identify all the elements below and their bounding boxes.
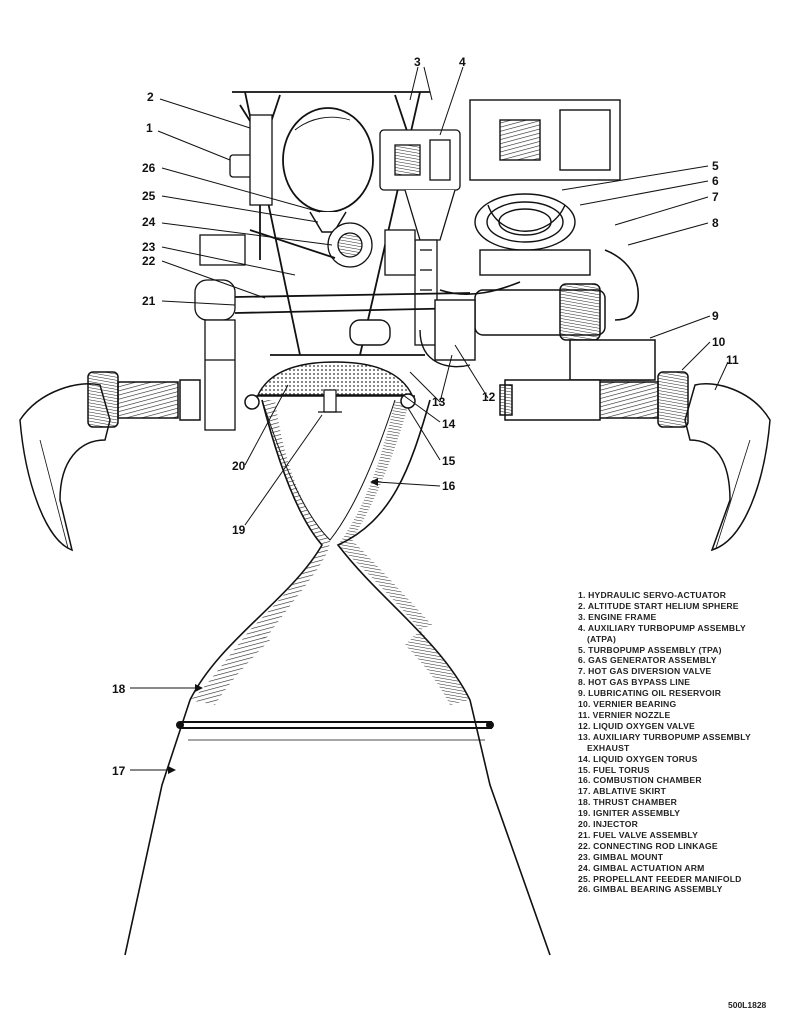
legend-item: 8. HOT GAS BYPASS LINE (578, 677, 691, 688)
callout-5: 5 (712, 159, 719, 173)
combustion-chamber-hatch (250, 400, 330, 640)
figure-id: 500L1828 (728, 1000, 767, 1010)
legend: 1. HYDRAULIC SERVO-ACTUATOR 2. ALTITUDE … (578, 590, 788, 895)
legend-item: 6. GAS GENERATOR ASSEMBLY (578, 655, 717, 666)
callout-3: 3 (414, 55, 421, 69)
legend-item: 11. VERNIER NOZZLE (578, 709, 671, 720)
callout-14: 14 (442, 417, 456, 431)
legend-item: 24. GIMBAL ACTUATION ARM (578, 862, 705, 873)
combustion-chamber-hatch-right (338, 400, 432, 630)
leader-arrowheads (168, 478, 378, 774)
fuel-torus-fitting (244, 394, 260, 410)
legend-item: 22. CONNECTING ROD LINKAGE (578, 840, 718, 851)
legend-item: 12. LIQUID OXYGEN VALVE (578, 720, 695, 731)
lox-valve (349, 299, 476, 368)
callout-6: 6 (712, 174, 719, 188)
thrust-chamber-hatch-left (190, 630, 270, 705)
legend-item: 16. COMBUSTION CHAMBER (578, 775, 702, 786)
legend-item: 4. AUXILIARY TURBOPUMP ASSEMBLY (578, 622, 746, 633)
thrust-chamber-hatch-right (405, 630, 470, 705)
legend-item: 26. GIMBAL BEARING ASSEMBLY (578, 884, 723, 895)
callout-11: 11 (726, 353, 739, 367)
callout-13: 13 (432, 395, 446, 409)
legend-item: 15. FUEL TORUS (578, 764, 650, 775)
legend-item: 19. IGNITER ASSEMBLY (578, 808, 681, 819)
legend-item: 10. VERNIER BEARING (578, 699, 677, 710)
callout-15: 15 (442, 454, 456, 468)
callout-9: 9 (712, 309, 719, 323)
callout-22: 22 (142, 254, 156, 268)
callout-26: 26 (142, 161, 156, 175)
legend-item: 18. THRUST CHAMBER (578, 797, 678, 808)
hot-gas-bypass-line (439, 249, 640, 321)
atpa-assembly (379, 129, 461, 346)
helium-sphere (282, 107, 374, 233)
legend-item: (ATPA) (587, 633, 617, 644)
vernier-left (19, 371, 201, 552)
legend-item: 2. ALTITUDE START HELIUM SPHERE (578, 600, 739, 611)
servo-actuator (229, 114, 273, 206)
callout-7: 7 (712, 190, 719, 204)
legend-item: 14. LIQUID OXYGEN TORUS (578, 753, 698, 764)
lox-torus-fitting (400, 393, 416, 409)
legend-item: 7. HOT GAS DIVERSION VALVE (578, 666, 712, 677)
legend-item: 23. GIMBAL MOUNT (578, 851, 664, 862)
gimbal-assembly (194, 222, 416, 431)
legend-item: EXHAUST (587, 742, 630, 753)
legend-item: 5. TURBOPUMP ASSEMBLY (TPA) (578, 644, 722, 655)
leader-lines (130, 66, 729, 771)
legend-item: 1. HYDRAULIC SERVO-ACTUATOR (578, 590, 727, 600)
callout-23: 23 (142, 240, 156, 254)
lubricating-oil-reservoir (474, 283, 656, 381)
callout-19: 19 (232, 523, 246, 537)
callout-20: 20 (232, 459, 246, 473)
legend-item: 20. INJECTOR (578, 819, 639, 830)
turbopump-assembly (469, 99, 621, 276)
vernier-right (499, 371, 771, 552)
callout-17: 17 (112, 764, 126, 778)
callout-2: 2 (147, 90, 154, 104)
igniter (318, 389, 342, 413)
callout-8: 8 (712, 216, 719, 230)
legend-item: 9. LUBRICATING OIL RESERVOIR (578, 688, 722, 699)
thrust-chamber (124, 399, 551, 956)
legend-item: 13. AUXILIARY TURBOPUMP ASSEMBLY (578, 731, 751, 742)
callout-10: 10 (712, 335, 726, 349)
callout-16: 16 (442, 479, 456, 493)
callout-12: 12 (482, 390, 496, 404)
callout-1: 1 (146, 121, 153, 135)
callout-21: 21 (142, 294, 156, 308)
callout-4: 4 (459, 55, 466, 69)
callout-25: 25 (142, 189, 156, 203)
legend-item: 21. FUEL VALVE ASSEMBLY (578, 829, 699, 840)
legend-item: 3. ENGINE FRAME (578, 611, 657, 622)
legend-item: 17. ABLATIVE SKIRT (578, 786, 667, 797)
callout-24: 24 (142, 215, 156, 229)
legend-item: 25. PROPELLANT FEEDER MANIFOLD (578, 873, 742, 884)
skirt-joint (176, 721, 494, 729)
callout-18: 18 (112, 682, 126, 696)
